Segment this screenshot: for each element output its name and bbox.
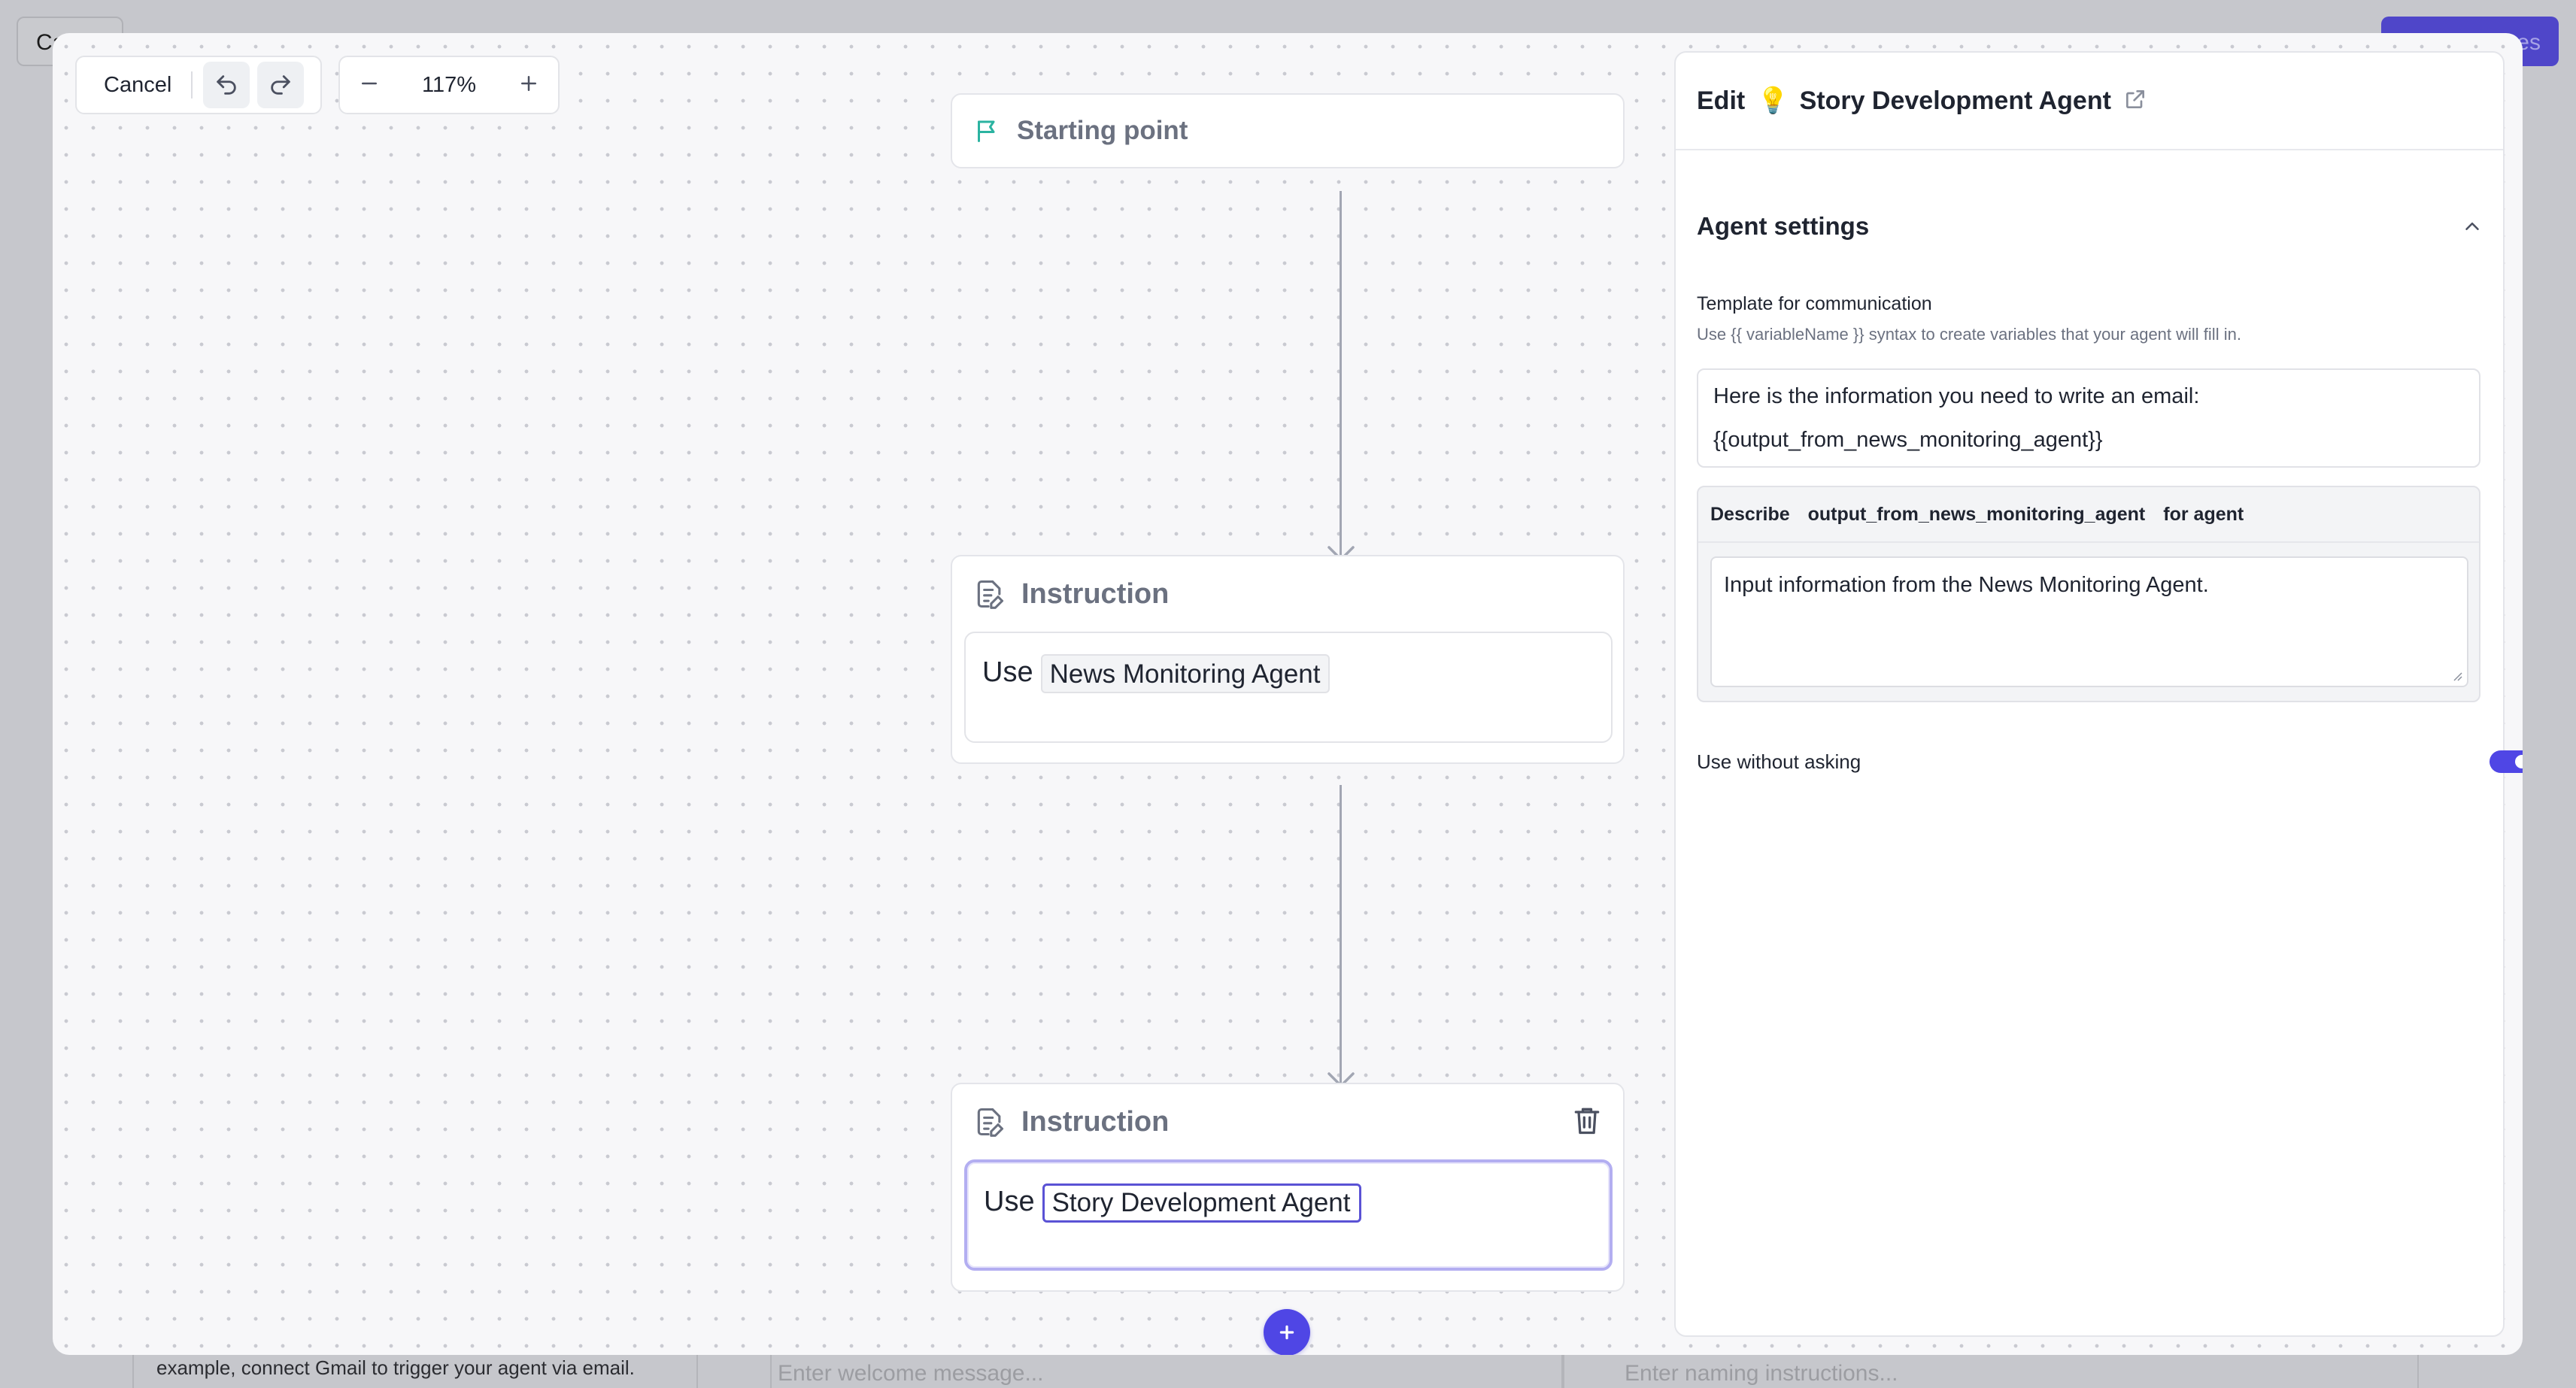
panel-header: Edit 💡 Story Development Agent xyxy=(1676,53,2503,150)
variable-description-text: Input information from the News Monitori… xyxy=(1724,573,2209,597)
toolbar-divider xyxy=(191,71,193,98)
template-line: Here is the information you need to writ… xyxy=(1713,384,2200,408)
instruction-title: Instruction xyxy=(1021,577,1170,610)
variable-description-card: Describe output_from_news_monitoring_age… xyxy=(1697,486,2480,702)
resize-handle-icon[interactable] xyxy=(2450,669,2462,681)
agent-name: Story Development Agent xyxy=(1799,86,2111,115)
template-input[interactable]: Here is the information you need to writ… xyxy=(1697,368,2480,468)
agent-settings-section-toggle[interactable]: Agent settings xyxy=(1697,212,2483,241)
minus-icon xyxy=(362,82,377,84)
cancel-button[interactable]: Cancel xyxy=(86,73,190,98)
document-edit-icon xyxy=(977,580,1004,609)
instruction-header: Instruction xyxy=(973,1105,1169,1138)
delete-step-button[interactable] xyxy=(1570,1104,1604,1141)
use-without-asking-toggle[interactable] xyxy=(2490,750,2523,773)
agent-settings-panel: Edit 💡 Story Development Agent Agent set… xyxy=(1674,51,2505,1337)
instruction-editor[interactable]: Use News Monitoring Agent xyxy=(964,632,1613,743)
use-word: Use xyxy=(984,1186,1035,1217)
agent-chip-label: Story Development Agent xyxy=(1051,1188,1351,1217)
redo-icon xyxy=(271,75,291,95)
agent-chip-editing[interactable]: Story Development Agent xyxy=(1042,1183,1361,1223)
starting-point-title: Starting point xyxy=(1017,116,1188,145)
background-hint-text: example, connect Gmail to trigger your a… xyxy=(156,1356,635,1379)
edit-label: Edit xyxy=(1697,86,1746,115)
external-link-icon xyxy=(2125,89,2144,108)
background-card xyxy=(1563,1346,2419,1388)
use-without-asking-label: Use without asking xyxy=(1697,750,1861,773)
flag-icon xyxy=(978,120,995,142)
chevron-up-icon xyxy=(2465,223,2479,230)
plus-icon xyxy=(1279,1325,1294,1340)
flow-connector xyxy=(1340,785,1342,1086)
variable-description-input[interactable]: Input information from the News Monitori… xyxy=(1710,556,2468,687)
undo-button[interactable] xyxy=(203,62,250,108)
workflow-editor-modal: Cancel 117% Starting point xyxy=(53,33,2523,1355)
redo-button[interactable] xyxy=(257,62,305,108)
use-word: Use xyxy=(982,656,1033,688)
document-edit-icon xyxy=(977,1108,1004,1137)
describe-word: Describe xyxy=(1710,503,1790,525)
agent-chip[interactable]: News Monitoring Agent xyxy=(1040,654,1330,693)
template-help-text: Use {{ variableName }} syntax to create … xyxy=(1697,325,2241,344)
instruction-node[interactable]: Instruction Use News Monitoring Agent xyxy=(951,555,1625,764)
undo-icon xyxy=(217,75,236,95)
background-card xyxy=(132,1346,698,1388)
template-label: Template for communication xyxy=(1697,293,1932,314)
variable-description-header: Describe output_from_news_monitoring_age… xyxy=(1698,487,2479,543)
add-step-button[interactable] xyxy=(1264,1309,1310,1355)
background-welcome-input: Enter welcome message... xyxy=(778,1361,1044,1386)
editor-toolbar: Cancel xyxy=(75,56,323,114)
background-naming-input: Enter naming instructions... xyxy=(1625,1361,1898,1386)
trash-icon xyxy=(1574,1108,1600,1135)
starting-point-node[interactable]: Starting point xyxy=(951,93,1625,168)
zoom-control: 117% xyxy=(338,56,560,114)
instruction-editor-active[interactable]: Use Story Development Agent xyxy=(964,1159,1613,1271)
pencil-icon[interactable] xyxy=(1356,1192,1361,1214)
zoom-in-button[interactable] xyxy=(517,72,540,98)
variable-name: output_from_news_monitoring_agent xyxy=(1807,503,2146,525)
flow-connector xyxy=(1340,191,1342,559)
for-agent-word: for agent xyxy=(2163,503,2244,525)
instruction-node[interactable]: Instruction Use Story Development Agent xyxy=(951,1083,1625,1292)
toggle-knob xyxy=(2515,755,2523,768)
instruction-header: Instruction xyxy=(973,577,1169,611)
plus-icon xyxy=(521,75,536,91)
agent-emoji: 💡 xyxy=(1757,86,1789,115)
zoom-out-button[interactable] xyxy=(358,72,381,98)
zoom-level: 117% xyxy=(421,72,477,97)
open-agent-link[interactable] xyxy=(2123,87,2147,115)
background-card xyxy=(770,1346,1563,1388)
instruction-title: Instruction xyxy=(1021,1105,1170,1138)
section-title: Agent settings xyxy=(1697,212,1870,240)
template-line: {{output_from_news_monitoring_agent}} xyxy=(1713,428,2103,452)
